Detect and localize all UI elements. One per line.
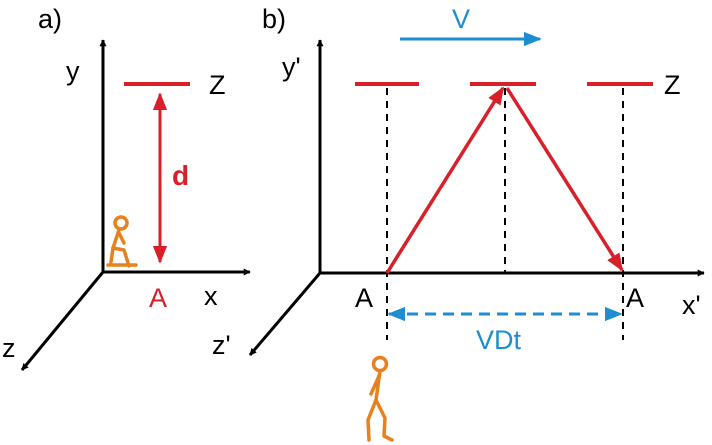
displacement-label: VDt (476, 325, 522, 355)
panel-b: b) V y' x' z' Z A A VDt (212, 4, 705, 442)
panel-a-mirror-label: Z (209, 70, 226, 100)
light-ray-up (385, 86, 505, 274)
panel-a-point-label: A (149, 283, 167, 313)
panel-a: a) y x z Z d A (2, 4, 251, 371)
panel-a-label: a) (38, 4, 62, 34)
panel-a-z-axis (20, 271, 105, 371)
point-right-label: A (626, 283, 644, 313)
panel-a-y-label: y (66, 56, 80, 86)
panel-b-mirror-label: Z (664, 70, 681, 100)
light-ray-down (505, 87, 624, 272)
panel-b-y-label: y' (282, 52, 301, 82)
panel-b-label: b) (262, 4, 286, 34)
velocity-label: V (452, 4, 470, 34)
walking-observer-icon (366, 355, 394, 442)
panel-b-z-label: z' (212, 330, 231, 360)
sitting-observer-icon (106, 215, 138, 268)
panel-a-z-label: z (2, 333, 16, 363)
panel-b-z-axis (248, 272, 322, 356)
panel-a-distance-label: d (172, 160, 189, 191)
point-left-label: A (355, 283, 373, 313)
panel-a-x-label: x (204, 281, 218, 311)
panel-b-x-label: x' (682, 290, 701, 320)
